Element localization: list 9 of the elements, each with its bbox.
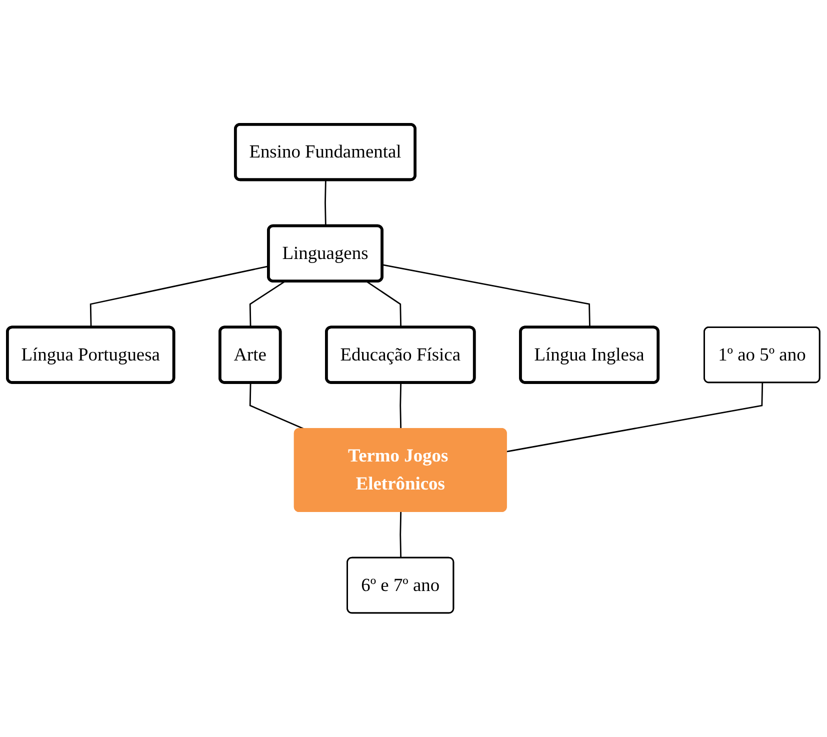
connector bbox=[506, 382, 764, 452]
connector bbox=[249, 382, 304, 430]
connector bbox=[400, 382, 402, 429]
connector bbox=[382, 264, 590, 328]
connector bbox=[90, 265, 269, 328]
connector bbox=[366, 280, 402, 328]
connector bbox=[324, 180, 326, 226]
connector bbox=[249, 280, 286, 328]
connector bbox=[400, 512, 402, 558]
